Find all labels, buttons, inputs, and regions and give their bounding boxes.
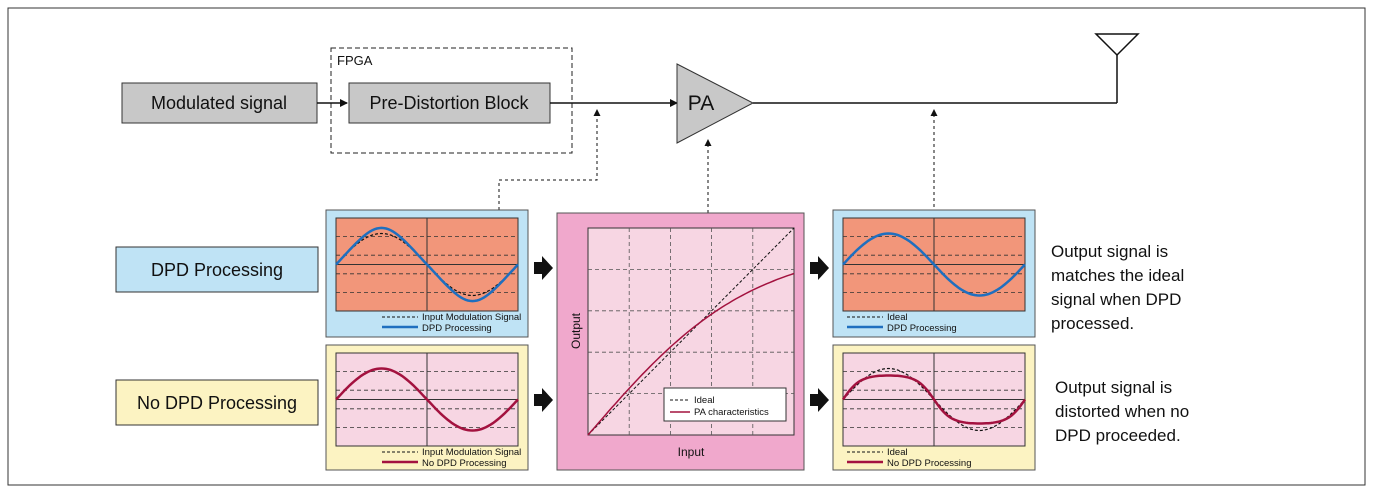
arrow-pa-to-out-dpd <box>810 256 829 280</box>
note-dpd-line-2: matches the ideal <box>1051 266 1184 285</box>
pa-ylabel: Output <box>569 312 583 349</box>
input-dpd-panel: Input Modulation Signal DPD Processing <box>325 209 529 338</box>
legend-ideal-dpd: Ideal <box>887 312 908 323</box>
legend-ideal-nodpd: Ideal <box>887 447 908 458</box>
pre-distortion-block <box>348 82 551 124</box>
legend-input-signal-2: Input Modulation Signal <box>422 447 521 458</box>
pre-distortion-label: Pre-Distortion Block <box>369 93 529 113</box>
input-no-dpd-panel: Input Modulation Signal No DPD Processin… <box>325 344 529 471</box>
outer-frame <box>7 7 1366 486</box>
no-dpd-processing-label-box <box>115 379 319 426</box>
dpd-processing-label: DPD Processing <box>151 260 283 280</box>
pa-label: PA <box>688 92 714 115</box>
modulated-signal-label: Modulated signal <box>151 93 287 113</box>
legend-out-dpd-processing: DPD Processing <box>887 323 957 334</box>
arrow-in-nodpd-to-pa <box>534 388 553 412</box>
pa-characteristics-panel: Ideal PA characteristics Input Output <box>556 212 805 471</box>
legend-out-no-dpd-processing: No DPD Processing <box>887 458 971 469</box>
dpd-processing-label-box <box>115 246 319 293</box>
antenna-icon <box>1094 33 1140 57</box>
no-dpd-processing-label: No DPD Processing <box>137 393 297 413</box>
note-no-dpd: Output signal is distorted when no DPD p… <box>1055 378 1189 445</box>
note-dpd-line-3: signal when DPD <box>1051 290 1181 309</box>
fpga-region <box>330 47 573 154</box>
output-dpd-panel: Ideal DPD Processing <box>832 209 1036 338</box>
monitor-line-input <box>498 109 601 210</box>
note-no-dpd-line-2: distorted when no <box>1055 402 1189 421</box>
note-dpd-line-1: Output signal is <box>1051 242 1168 261</box>
fpga-label: FPGA <box>337 53 373 68</box>
pa-legend-ideal: Ideal <box>694 395 715 406</box>
note-dpd-line-4: processed. <box>1051 314 1134 333</box>
note-no-dpd-line-1: Output signal is <box>1055 378 1172 397</box>
arrow-pa-to-out-nodpd <box>810 388 829 412</box>
pa-xlabel: Input <box>678 445 705 459</box>
note-dpd: Output signal is matches the ideal signa… <box>1051 242 1184 333</box>
modulated-signal-block <box>121 82 318 124</box>
pa-legend-characteristics: PA characteristics <box>694 407 769 418</box>
arrow-in-dpd-to-pa <box>534 256 553 280</box>
legend-dpd-processing: DPD Processing <box>422 323 492 334</box>
legend-input-signal: Input Modulation Signal <box>422 312 521 323</box>
pa-amplifier <box>676 63 755 144</box>
output-no-dpd-panel: Ideal No DPD Processing <box>832 344 1036 471</box>
legend-no-dpd-processing: No DPD Processing <box>422 458 506 469</box>
note-no-dpd-line-3: DPD proceeded. <box>1055 426 1181 445</box>
